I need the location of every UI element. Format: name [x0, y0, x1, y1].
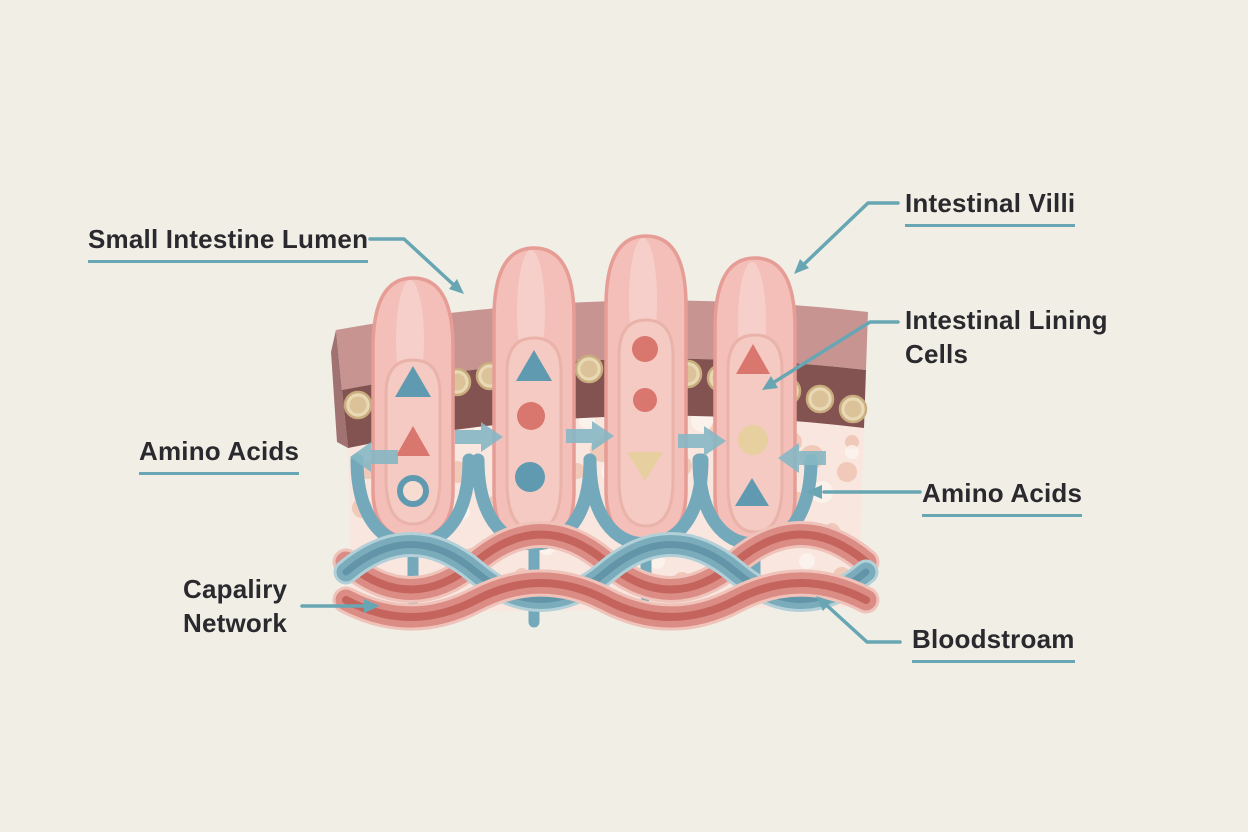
- label-bloodstream-text: Bloodstroam: [912, 622, 1075, 663]
- arrowhead-capillary: [364, 599, 380, 613]
- villus-inner-channel: [617, 318, 675, 528]
- particle-red-circle: [632, 336, 658, 362]
- particle-blue-triangle: [735, 478, 769, 506]
- particle-blue-triangle: [516, 350, 552, 381]
- label-capillary-network: Capaliry Network: [183, 572, 287, 640]
- label-intestinal-lining-cells-line1: Intestinal Lining: [905, 305, 1108, 335]
- particle-red-triangle: [396, 426, 430, 456]
- flow-arrow-right-2: [566, 421, 614, 451]
- particle-tan-circle: [738, 425, 768, 455]
- flow-arrow-right-3: [678, 426, 726, 456]
- flow-arrow-left-edge: [350, 442, 398, 472]
- leader-line-bloodstream: [820, 599, 902, 644]
- label-capillary-network-line1: Capaliry: [183, 574, 288, 604]
- arrowhead-bloodstream: [816, 596, 831, 611]
- flow-arrow-right-1: [455, 422, 503, 452]
- label-amino-acids-right: Amino Acids: [922, 476, 1083, 517]
- villus-1: [371, 276, 455, 540]
- label-intestinal-lining-cells: Intestinal Lining Cells: [905, 303, 1108, 371]
- leader-line-lumen: [368, 237, 458, 289]
- arrowhead-villi: [794, 259, 809, 274]
- particle-red-circle: [633, 388, 657, 412]
- label-amino-acids-right-text: Amino Acids: [922, 476, 1083, 517]
- leader-arrowheads: [364, 259, 831, 613]
- villus-4: [713, 256, 797, 550]
- leader-line-villi: [798, 201, 900, 270]
- arrowhead-amino-right: [806, 485, 822, 499]
- particle-blue-circle: [515, 462, 545, 492]
- label-intestinal-villi: Intestinal Villi: [905, 186, 1076, 227]
- label-intestinal-villi-text: Intestinal Villi: [905, 186, 1076, 227]
- arrowhead-lumen: [449, 279, 464, 294]
- particle-red-triangle: [736, 344, 770, 374]
- particle-red-circle: [517, 402, 545, 430]
- villus-2: [492, 246, 576, 548]
- label-intestinal-lining-cells-line2: Cells: [905, 339, 969, 369]
- label-bloodstream: Bloodstroam: [912, 622, 1075, 663]
- villus-3: [604, 234, 688, 544]
- capillary-red-vessel-2: [332, 569, 880, 631]
- capillary-network: [332, 521, 880, 631]
- lumen-wall-end-face: [331, 330, 348, 448]
- flow-arrow-right-edge: [778, 443, 826, 473]
- particle-tan-triangle: [627, 452, 663, 481]
- label-amino-acids-left-text: Amino Acids: [139, 434, 300, 475]
- arrowhead-lining-cells: [762, 376, 778, 390]
- particle-blue-ring: [397, 475, 429, 507]
- particle-blue-triangle: [395, 366, 431, 397]
- leader-line-lining-cells: [766, 320, 900, 388]
- label-small-intestine-lumen: Small Intestine Lumen: [88, 222, 369, 263]
- label-capillary-network-line2: Network: [183, 608, 287, 638]
- label-amino-acids-left: Amino Acids: [139, 434, 300, 475]
- leader-lines: [300, 201, 922, 644]
- label-small-intestine-lumen-text: Small Intestine Lumen: [88, 222, 369, 263]
- flow-arrows: [350, 421, 826, 473]
